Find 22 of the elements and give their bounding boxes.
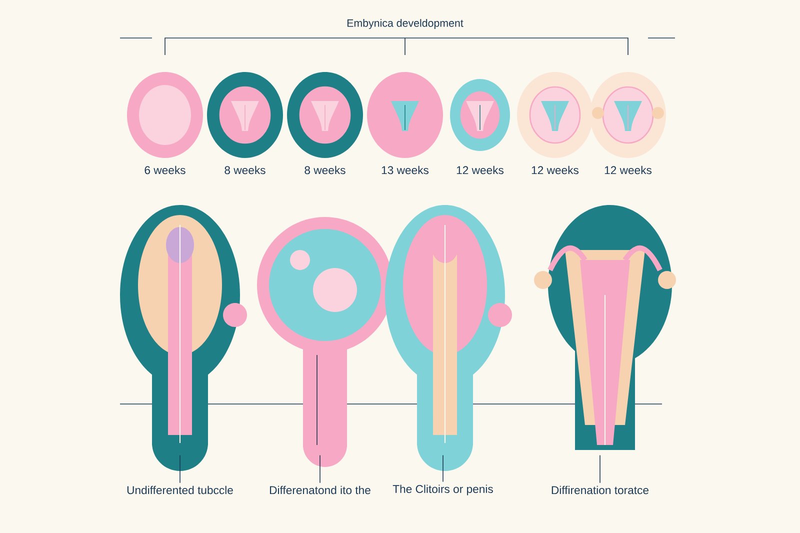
embryo-picture [127,72,203,158]
week-label: 12 weeks [456,166,504,174]
part-label: Differenatond ito the [266,483,374,497]
embryo-picture [287,72,363,158]
part-label: Undifferented tubccle [124,483,236,497]
part-label: The Clitoirs or penis [390,482,496,498]
week-label: 12 weeks [532,166,578,174]
anatomy-drawing [120,205,247,471]
week-label: 8 weeks [304,166,346,174]
week-label: 6 weeks [144,166,186,174]
embryo-picture [450,79,510,151]
title: Embynica develdopment [347,19,464,29]
embryo-picture [590,72,666,158]
anatomy-drawing [385,205,512,471]
embryo-picture [207,72,283,158]
part-label: Diffirenation toratce [548,483,652,497]
anatomy-drawing [534,205,676,450]
week-label: 8 weeks [224,166,266,174]
embryo-picture [367,72,443,158]
embryo-picture [517,72,593,158]
week-label: 12 weeks [604,166,652,174]
week-label: 13 weeks [382,166,428,174]
